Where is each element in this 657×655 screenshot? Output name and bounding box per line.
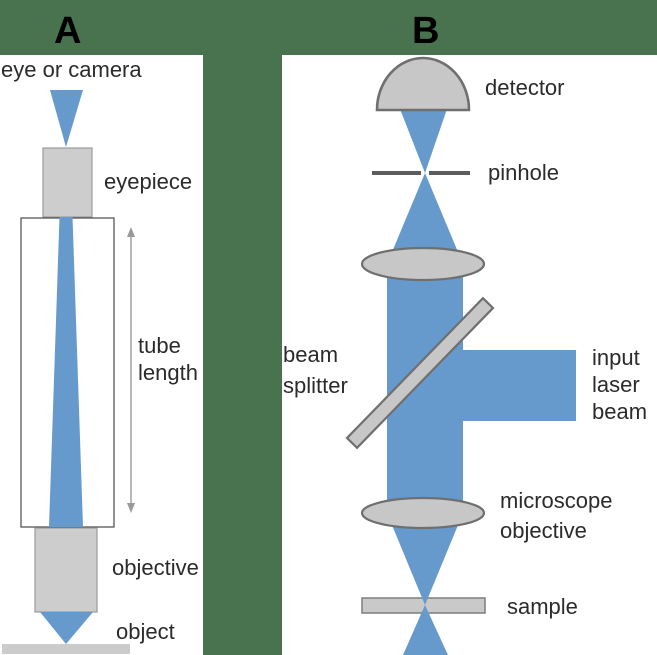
object-label: object [116, 619, 175, 644]
tube-length-arrow-down-icon [127, 503, 135, 513]
detector-beam-cone [400, 109, 447, 173]
detector-label: detector [485, 75, 565, 100]
sample-label: sample [507, 594, 578, 619]
eye-or-camera-label: eye or camera [1, 57, 142, 82]
below-sample-beam-cone [403, 605, 448, 655]
panel-a-widefield-microscope: eye or camera eyepiece tube length objec… [0, 55, 203, 655]
tube-length-arrow-up-icon [127, 227, 135, 237]
tube-beam [49, 217, 83, 527]
input-laser-beam-label-line2: laser [592, 372, 640, 397]
beam-splitter-label-line2: splitter [283, 373, 348, 398]
tube-length-label-line2: length [138, 360, 198, 385]
beam-splitter-label: beam splitter [283, 339, 348, 401]
input-laser-beam-label: input laser beam [592, 344, 647, 425]
eye-beam-cone [50, 90, 83, 147]
objective-label: objective [112, 555, 199, 580]
beam-splitter-plate [345, 296, 495, 450]
objective-beam-cone [40, 612, 93, 644]
collector-lens [360, 246, 486, 282]
microscope-objective-label-line1: microscope [500, 488, 613, 513]
tube-length-label: tube length [138, 332, 198, 386]
pinhole-plate-right [429, 171, 470, 175]
objective-body [34, 527, 98, 613]
focus-beam-cone [387, 513, 463, 605]
beam-splitter-label-line1: beam [283, 342, 339, 367]
microscope-objective-label-line2: objective [500, 518, 587, 543]
input-laser-beam-label-line1: input [592, 345, 640, 370]
panel-a-diagram [2, 90, 135, 654]
pinhole-beam-cone [387, 173, 463, 264]
panel-b-confocal-microscope: detector pinhole beam splitter input las… [282, 55, 657, 655]
eyepiece-body [42, 147, 93, 218]
microscope-objective-label: microscope objective [500, 486, 612, 546]
microscope-objective-lens [360, 496, 486, 530]
object-slide [2, 644, 130, 654]
panel-b-diagram [345, 56, 576, 655]
tube-length-label-line1: tube [138, 333, 181, 358]
eyepiece-label: eyepiece [104, 169, 193, 194]
detector-dome [375, 56, 471, 112]
input-laser-beam-arm [460, 350, 576, 421]
pinhole-label: pinhole [488, 160, 559, 185]
panel-a-letter: A [54, 10, 82, 52]
input-laser-beam-label-line3: beam [592, 399, 648, 424]
panel-b-letter: B [412, 10, 440, 52]
pinhole-plate-left [372, 171, 421, 175]
